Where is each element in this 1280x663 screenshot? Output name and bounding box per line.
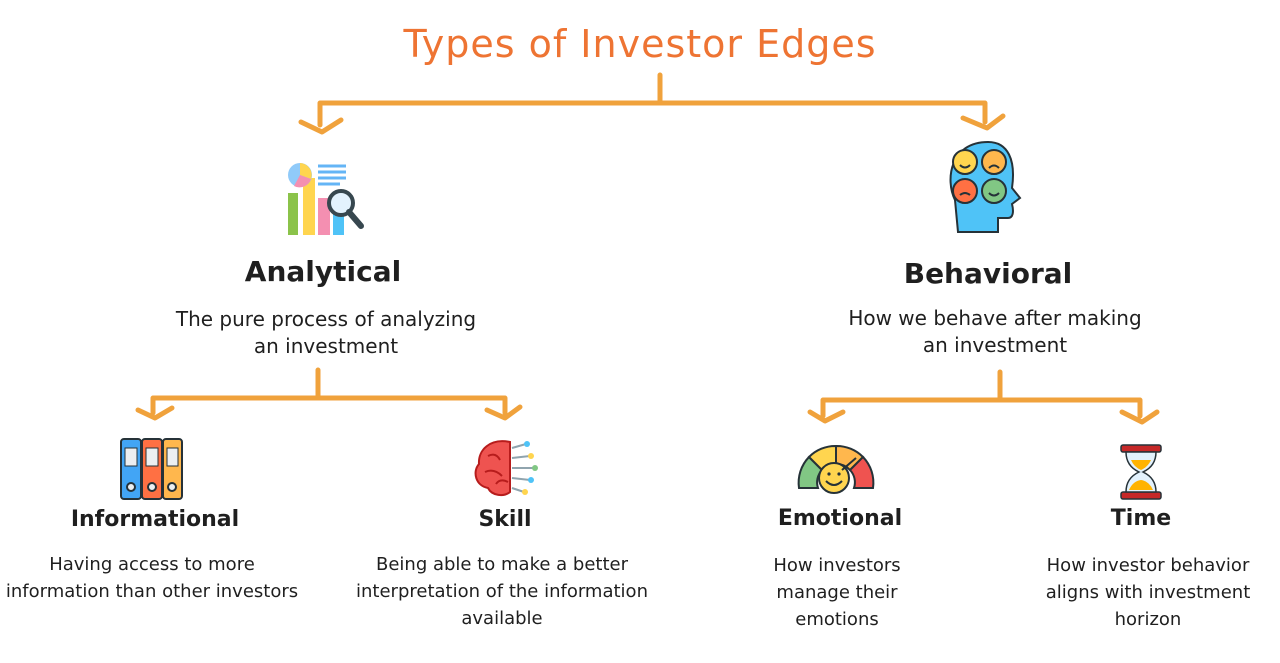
arrowhead-analytical bbox=[298, 117, 344, 135]
node-analytical-description: The pure process of analyzing an investm… bbox=[175, 307, 477, 358]
node-emotional-label: Emotional bbox=[777, 506, 903, 531]
node-skill-description: Being able to make a better interpretati… bbox=[356, 554, 648, 629]
arrowhead-informational bbox=[135, 405, 175, 421]
emotions-head-icon bbox=[949, 140, 1022, 233]
node-time-label: Time bbox=[1110, 506, 1172, 531]
binders-icon bbox=[120, 438, 183, 500]
node-behavioral-description: How we behave after making an investment bbox=[848, 306, 1142, 357]
connector-behavioral bbox=[820, 369, 1143, 419]
node-time-description: How investor behavior aligns with invest… bbox=[1045, 555, 1251, 630]
arrowhead-behavioral bbox=[960, 113, 1006, 131]
hourglass-icon bbox=[1120, 444, 1162, 500]
node-emotional-description: How investors manage their emotions bbox=[773, 555, 901, 630]
brain-circuit-icon bbox=[474, 440, 538, 497]
connector-root bbox=[317, 72, 988, 128]
emotion-gauge-icon bbox=[797, 444, 875, 494]
arrowhead-emotional bbox=[807, 409, 846, 424]
connector-analytical bbox=[150, 367, 508, 416]
node-skill-label: Skill bbox=[478, 507, 532, 532]
node-informational-description: Having access to more information than o… bbox=[5, 554, 299, 602]
arrowhead-skill bbox=[484, 404, 523, 421]
diagram-title: Types of Investor Edges bbox=[403, 22, 877, 66]
arrowhead-time bbox=[1119, 409, 1160, 425]
node-informational-label: Informational bbox=[70, 507, 240, 532]
node-behavioral-label: Behavioral bbox=[903, 257, 1073, 290]
node-analytical-label: Analytical bbox=[244, 255, 402, 288]
data-analysis-icon bbox=[288, 163, 364, 235]
